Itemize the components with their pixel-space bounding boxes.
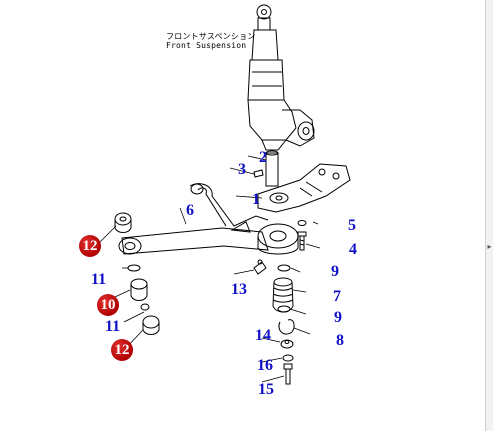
callout-16[interactable]: 16 (257, 357, 273, 374)
callout-11-lower[interactable]: 11 (105, 318, 121, 335)
callout-5[interactable]: 5 (348, 217, 356, 234)
expand-panel-arrow-icon[interactable]: ▸ (487, 242, 492, 251)
knuckle-arm (257, 163, 351, 213)
bolt-washer (297, 220, 307, 251)
callout-2[interactable]: 2 (259, 149, 267, 166)
callout-12-lower-badge[interactable]: 12 (111, 339, 133, 361)
grease-fitting (253, 259, 267, 275)
callout-11-upper[interactable]: 11 (91, 271, 107, 288)
callout-15[interactable]: 15 (258, 381, 274, 398)
callout-12-upper-badge[interactable]: 12 (79, 235, 101, 257)
pin-parts (253, 150, 279, 187)
leader-lines (99, 155, 321, 383)
callout-3[interactable]: 3 (238, 161, 246, 178)
caption-japanese: フロントサスペンション (166, 32, 256, 41)
callout-7[interactable]: 7 (333, 288, 341, 305)
callout-4[interactable]: 4 (349, 241, 357, 258)
callout-9-upper[interactable]: 9 (331, 263, 339, 280)
caption-english: Front Suspension (166, 41, 247, 50)
callout-10-badge[interactable]: 10 (97, 294, 119, 316)
callout-14[interactable]: 14 (255, 327, 271, 344)
callout-1[interactable]: 1 (252, 191, 260, 208)
callout-13[interactable]: 13 (231, 281, 247, 298)
callout-9-lower[interactable]: 9 (334, 309, 342, 326)
side-panel-edge[interactable] (485, 0, 493, 431)
ball-joint-parts (272, 264, 295, 385)
callout-6[interactable]: 6 (186, 202, 194, 219)
callout-8[interactable]: 8 (336, 332, 344, 349)
bushings (114, 212, 160, 335)
lower-arm (118, 183, 299, 255)
strut-assembly (247, 4, 315, 151)
